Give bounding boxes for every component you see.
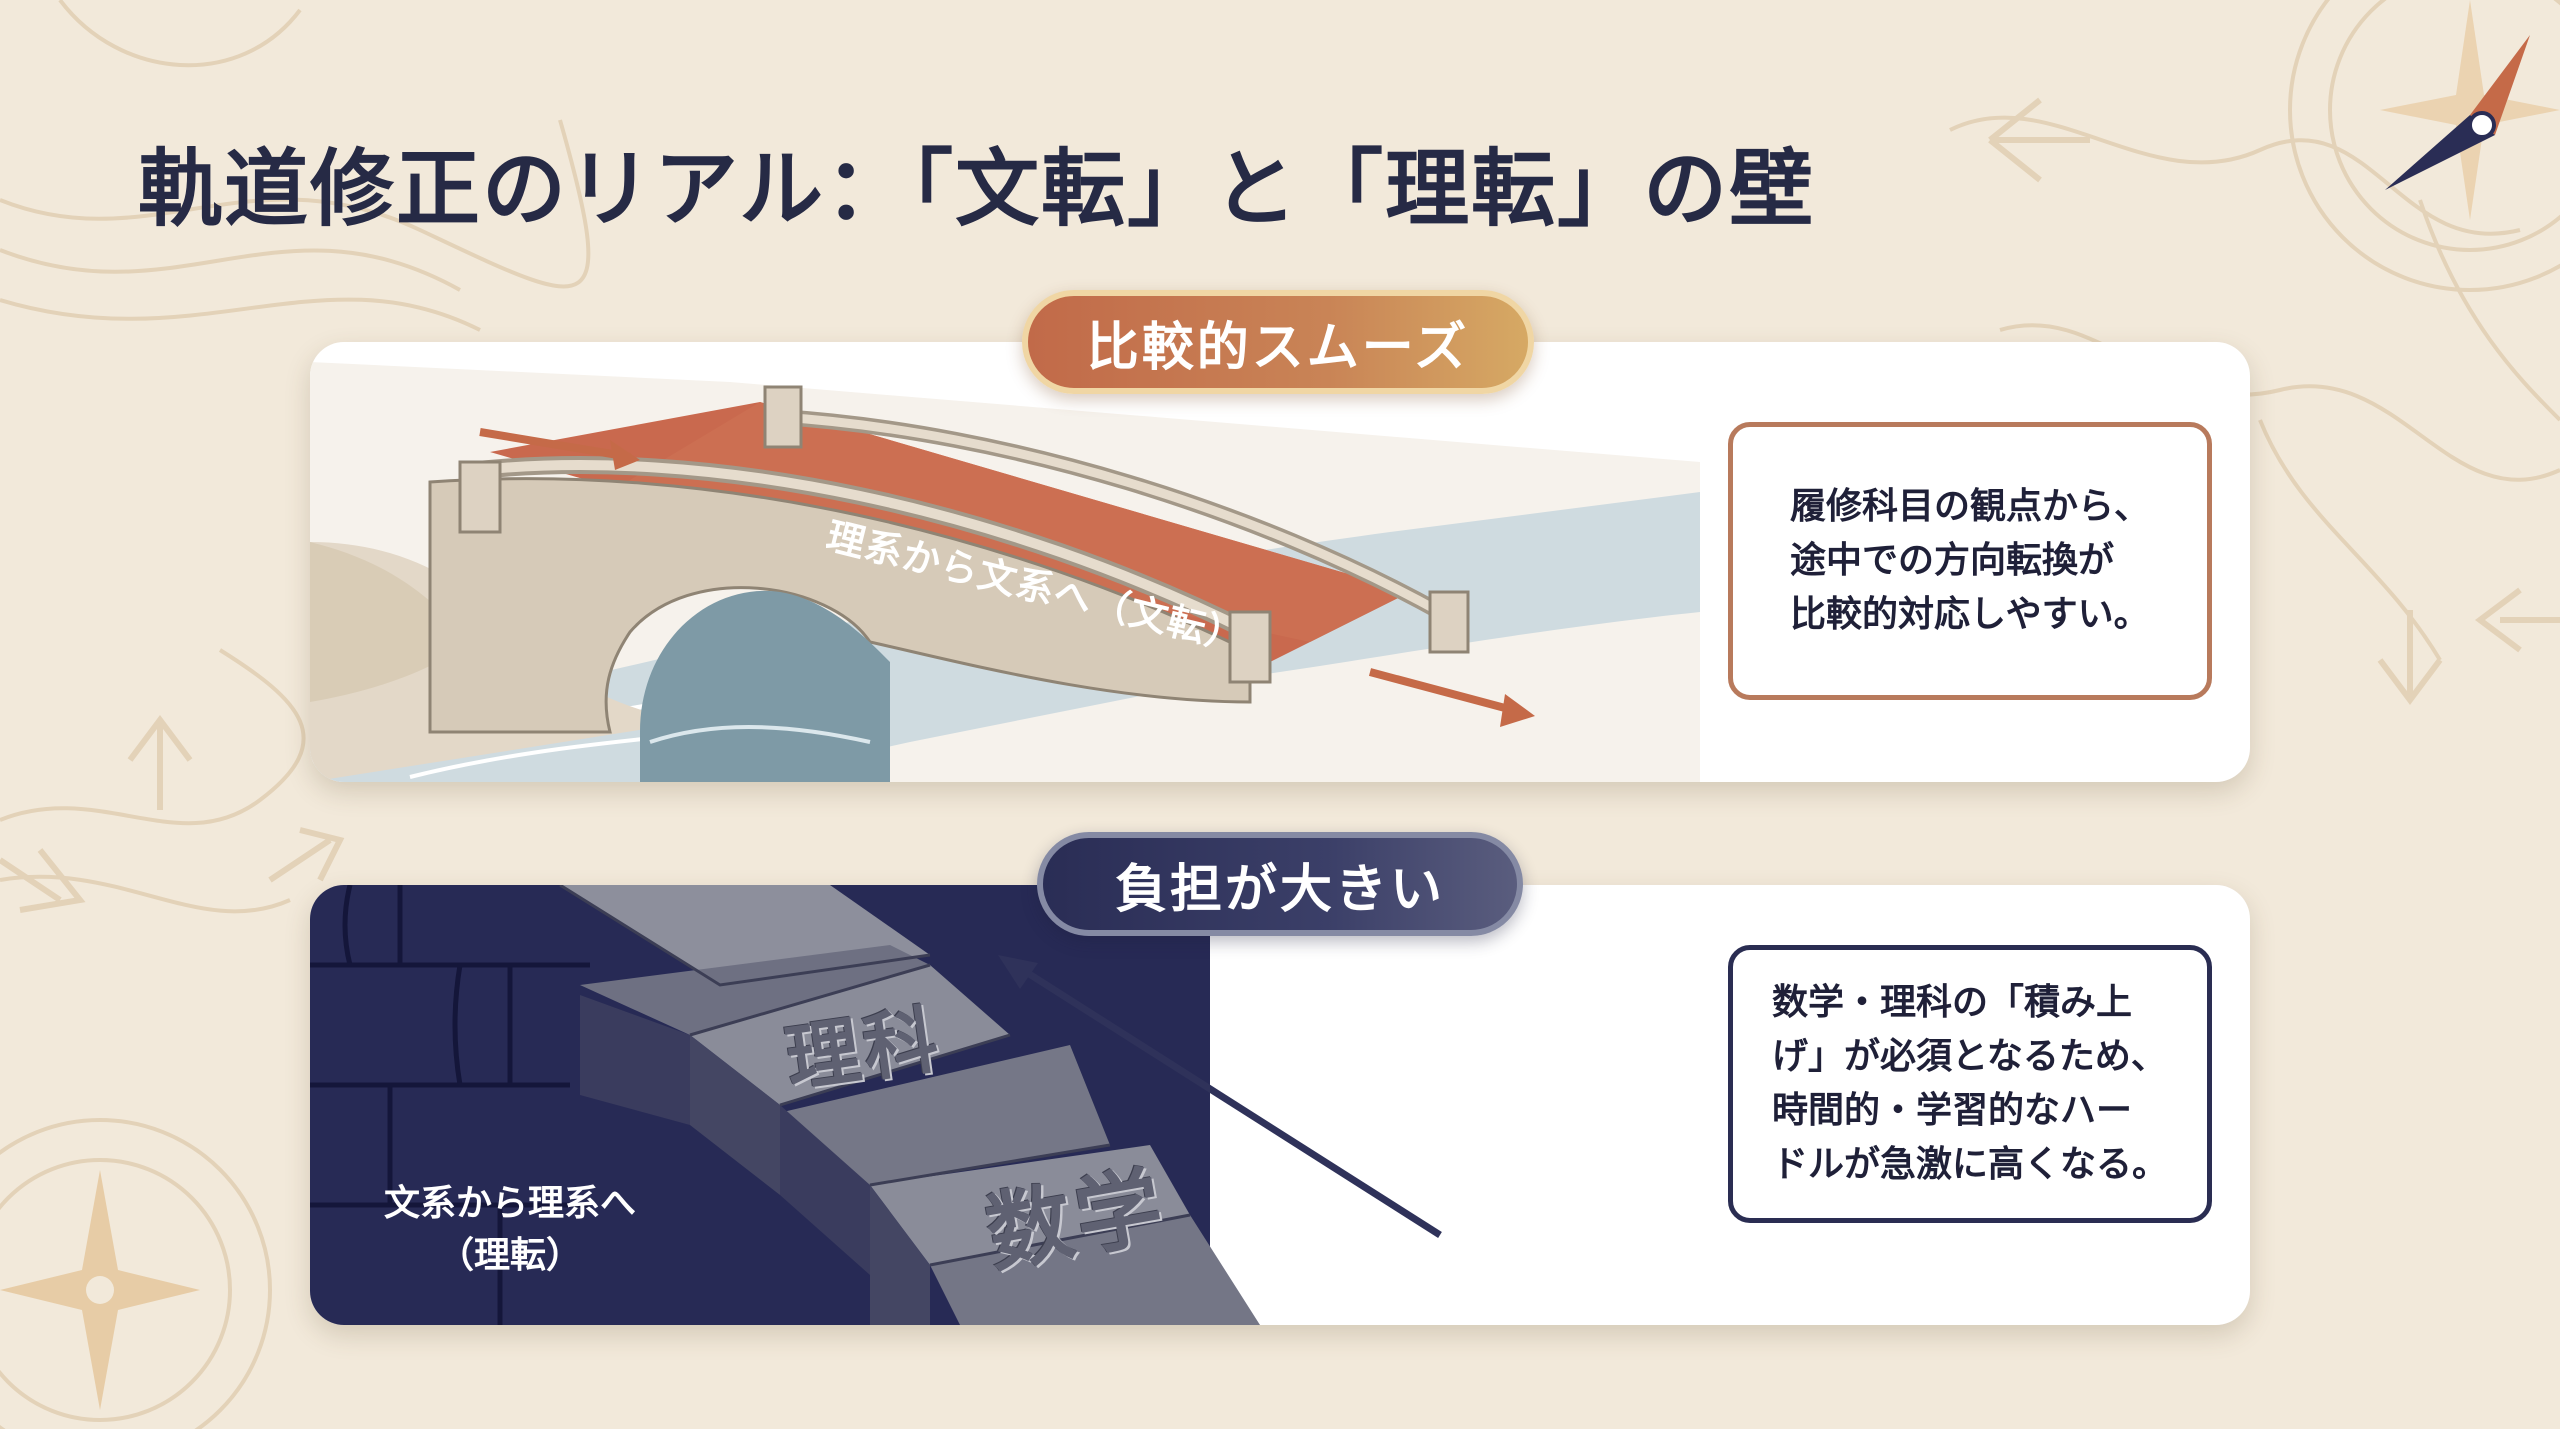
page-title: 軌道修正のリアル：「文転」と「理転」の壁 bbox=[138, 140, 1816, 238]
smooth-badge: 比較的スムーズ bbox=[1022, 290, 1534, 394]
stairs-illustration bbox=[310, 885, 1442, 1325]
riten-note-text: 数学・理科の「積み上 げ」が必須となるため、 時間的・学習的なハー ドルが急激に… bbox=[1771, 982, 2168, 1185]
bunten-note-text: 履修科目の観点から、 途中での方向転換が 比較的対応しやすい。 bbox=[1789, 486, 2150, 635]
bunten-panel: 履修科目の観点から、 途中での方向転換が 比較的対応しやすい。 bbox=[310, 342, 2250, 782]
riten-panel: 数学・理科の「積み上 げ」が必須となるため、 時間的・学習的なハー ドルが急激に… bbox=[310, 885, 2250, 1325]
step-label-rika: 理科 bbox=[780, 996, 948, 1104]
riten-illustration-label: 文系から理系へ （理転） bbox=[383, 1183, 636, 1276]
burden-badge: 負担が大きい bbox=[1037, 832, 1523, 936]
compass-icon bbox=[2385, 35, 2530, 190]
bunten-note: 履修科目の観点から、 途中での方向転換が 比較的対応しやすい。 bbox=[1728, 422, 2212, 700]
riten-note: 数学・理科の「積み上 げ」が必須となるため、 時間的・学習的なハー ドルが急激に… bbox=[1728, 945, 2212, 1223]
bridge-illustration bbox=[310, 362, 1700, 782]
